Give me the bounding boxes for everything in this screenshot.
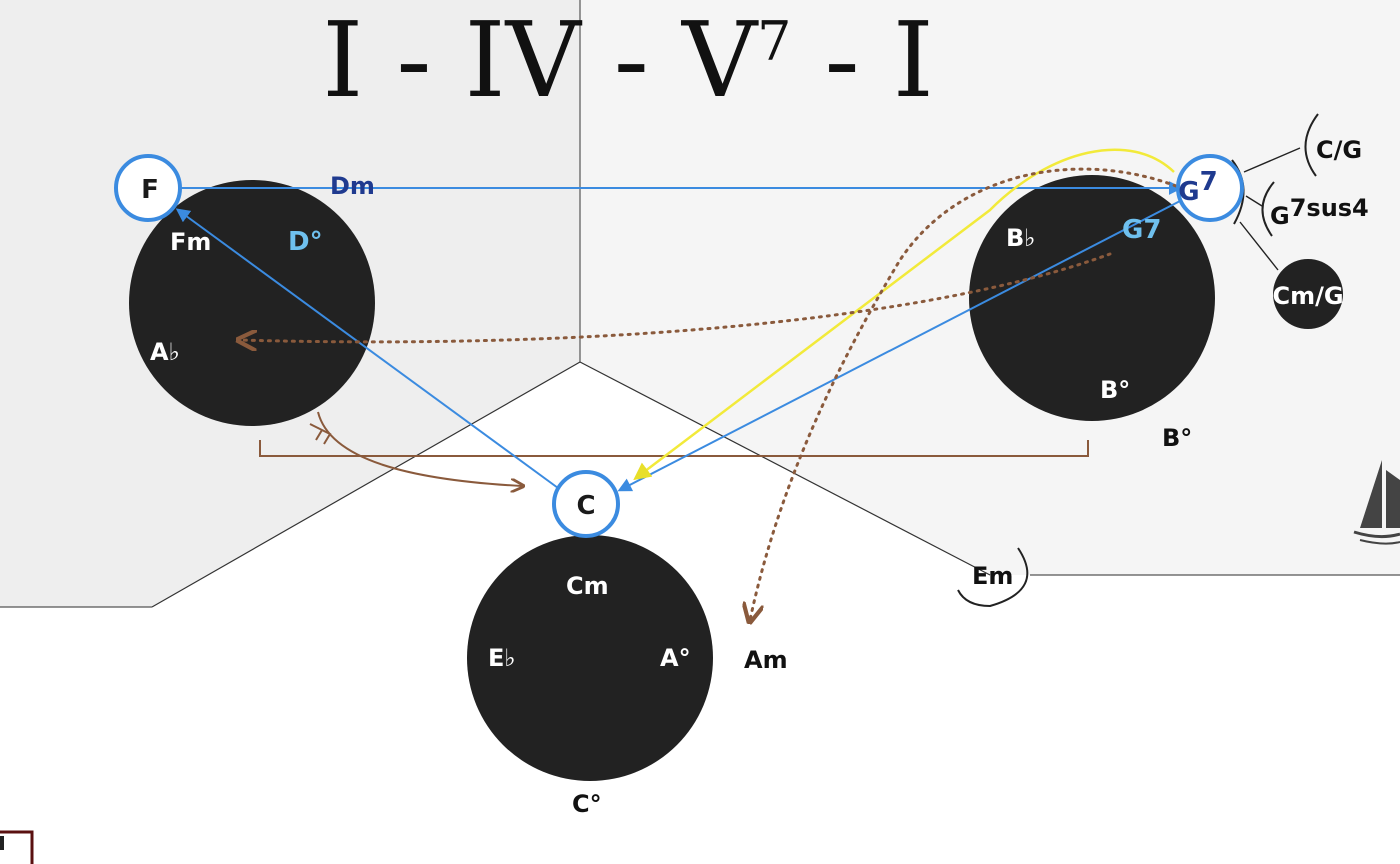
chord-c-over-g: C/G xyxy=(1316,136,1362,164)
branch-line-top xyxy=(1243,147,1301,173)
corner-widget xyxy=(0,830,34,864)
node-f[interactable] xyxy=(114,154,182,222)
branch-line-bottom xyxy=(1239,221,1279,271)
circle-bottom xyxy=(467,535,713,781)
circle-left xyxy=(129,180,375,426)
dotted-arrow-to-ab xyxy=(240,252,1112,342)
em-arc xyxy=(957,547,1029,608)
panel-divider-right xyxy=(579,361,991,576)
chord-b-dim-outer: B° xyxy=(1162,424,1192,452)
sailboat-logo xyxy=(1353,460,1400,545)
node-c[interactable] xyxy=(552,470,620,538)
node-g7[interactable] xyxy=(1176,154,1244,222)
brown-bracket xyxy=(259,440,1089,457)
chord-e-flat: E♭ xyxy=(488,644,516,672)
chord-cm: Cm xyxy=(566,572,609,600)
chord-b-dim-inner: B° xyxy=(1100,376,1130,404)
node-c-label: C xyxy=(576,491,595,521)
chord-a-flat: A♭ xyxy=(150,338,180,366)
node-g7-label: G7 xyxy=(1178,167,1217,207)
c-over-g-bracket xyxy=(1304,113,1319,177)
chord-d-dim: D° xyxy=(288,227,323,257)
branch-line-mid xyxy=(1245,195,1263,207)
dotted-arrow-to-am xyxy=(750,167,1178,620)
chord-cm-over-g: Cm/G xyxy=(1272,282,1343,310)
arrow-yellow-g7-to-c xyxy=(633,148,1175,481)
chord-g7sus4: G7sus4 xyxy=(1270,194,1369,230)
chord-b-flat: B♭ xyxy=(1006,224,1036,252)
chord-am: Am xyxy=(744,646,788,674)
panel-divider-left xyxy=(151,361,581,608)
curved-arrow-to-c xyxy=(317,411,522,486)
arrow-c-to-f xyxy=(175,208,559,489)
chord-g7-inner: G7 xyxy=(1122,215,1161,245)
node-f-label: F xyxy=(141,175,159,205)
chord-a-dim: A° xyxy=(660,644,691,672)
curved-arrow-tail xyxy=(309,423,332,445)
arrow-g7-to-c xyxy=(617,199,1183,492)
chord-fm: Fm xyxy=(170,228,211,256)
cm-over-g-circle xyxy=(1273,259,1343,329)
chord-dm: Dm xyxy=(330,172,375,200)
chord-em: Em xyxy=(972,562,1013,590)
chord-c-dim: C° xyxy=(572,790,602,818)
progression-title: I - IV - V7 - I xyxy=(322,0,934,121)
circle-right xyxy=(969,175,1215,421)
g7sus4-bracket xyxy=(1261,181,1275,237)
